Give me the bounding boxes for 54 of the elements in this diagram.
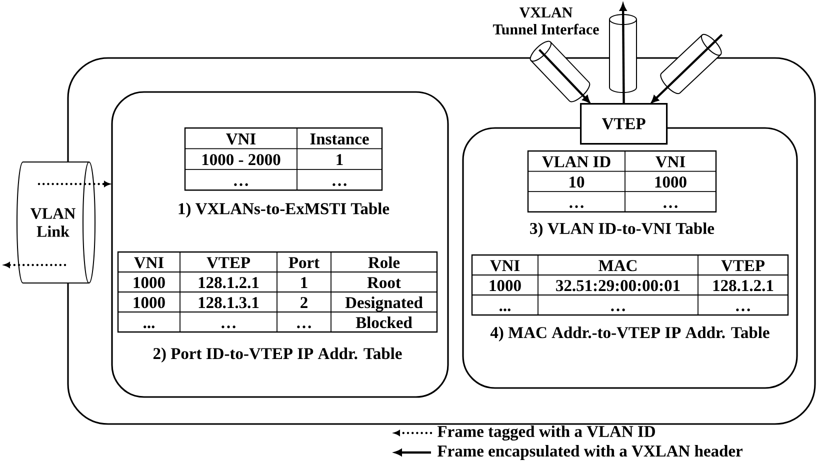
table-caption: 1) VXLANs-to-ExMSTI Table	[178, 202, 390, 218]
table-caption: 4) MAC Addr.-to-VTEP IP Addr. Table	[490, 326, 770, 342]
column-header: VNI	[134, 257, 164, 268]
column-header: Role	[368, 256, 400, 268]
legend-text: Frame encapsulated with a VXLAN header	[437, 445, 743, 460]
table-caption: 3) VLAN ID-to-VNI Table	[530, 222, 714, 238]
panel-box	[111, 91, 449, 398]
column-header: VTEP	[721, 260, 765, 272]
link-cylinder: VLAN Link	[16, 162, 96, 284]
table-cell: 1000	[655, 176, 686, 188]
tunnel-cylinder	[660, 34, 722, 94]
table-cell: 128.1.3.1	[198, 297, 259, 308]
table-cell: …	[332, 183, 346, 186]
table-cell: 1	[336, 154, 343, 166]
table-cell: 1	[301, 277, 308, 288]
table-caption: 2) Port ID-to-VTEP IP Addr. Table	[153, 348, 402, 362]
table-cell: 32.51:29:00:00:01	[556, 280, 680, 292]
table-cell: 128.1.2.1	[198, 277, 259, 288]
table-cell: …	[222, 326, 236, 328]
table-cell: …	[297, 326, 311, 328]
column-header: VLAN ID	[542, 156, 610, 168]
table-cell: Designated	[345, 296, 423, 312]
tunnel-cylinder	[609, 14, 637, 93]
table-cell: 2	[300, 297, 308, 308]
table-cell: 1000 - 2000	[202, 154, 280, 166]
table-cell: Blocked	[356, 316, 412, 328]
table-cell: …	[664, 205, 678, 208]
column-header: MAC	[598, 260, 636, 272]
column-header: VNI	[490, 260, 520, 272]
component-box: VTEP	[580, 103, 668, 145]
table-cell: …	[736, 308, 750, 312]
table-cell: 1000	[490, 280, 521, 292]
table-cell: …	[234, 183, 248, 186]
arrow	[651, 34, 723, 103]
table-cell: 1000	[134, 277, 165, 288]
table-cell: ...	[144, 326, 154, 328]
dotted-arrow	[4, 262, 66, 268]
column-header: VNI	[656, 156, 686, 168]
table-cell: Root	[367, 277, 401, 288]
column-header: VNI	[226, 134, 256, 145]
arrow	[538, 49, 590, 103]
legend-text: Frame tagged with a VLAN ID	[437, 425, 655, 441]
table-cell: 10	[570, 176, 584, 188]
arrow	[620, 4, 626, 104]
column-header: VTEP	[206, 257, 250, 268]
column-header: Port	[288, 257, 320, 268]
table-cell: …	[611, 308, 625, 312]
column-header: Instance	[310, 134, 369, 144]
dotted-arrow	[38, 181, 110, 187]
table-cell: …	[570, 205, 584, 208]
interface-label: VXLAN Tunnel Interface	[492, 7, 599, 35]
table-cell: 128.1.2.1	[713, 280, 774, 292]
table-cell: 1000	[134, 297, 165, 308]
table-cell: ...	[500, 308, 510, 312]
